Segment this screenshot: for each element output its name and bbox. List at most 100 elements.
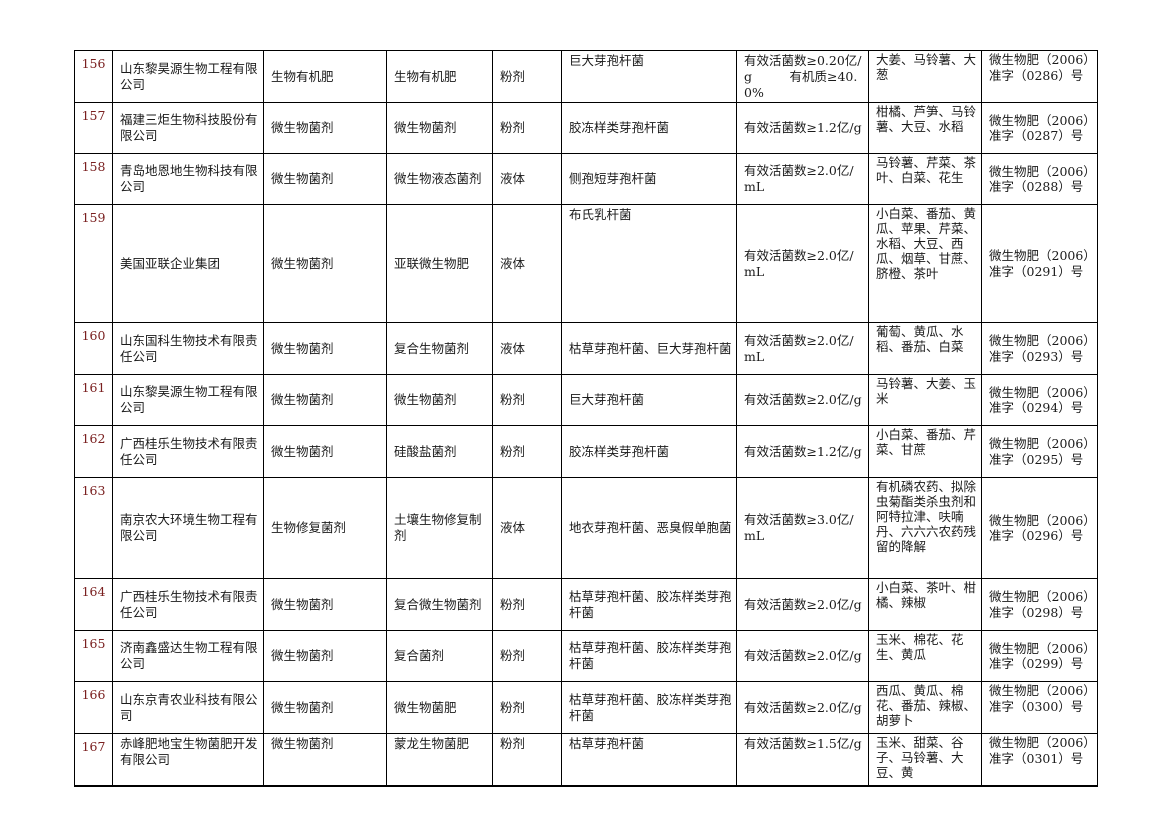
product-name-cell: 微生物菌肥 [386, 681, 493, 734]
company-cell: 山东黎昊源生物工程有限公司 [112, 374, 264, 426]
strain-cell: 枯草芽孢杆菌、胶冻样类芽孢杆菌 [561, 578, 737, 631]
cert-number-cell: 微生物肥（2006）准字（0288）号 [981, 153, 1098, 205]
form-cell: 粉剂 [492, 578, 562, 631]
spec-cell: 有效活菌数≥2.0亿/mL [736, 322, 869, 375]
spec-cell: 有效活菌数≥2.0亿/g [736, 681, 869, 734]
strain-cell: 巨大芽孢杆菌 [561, 50, 737, 103]
cert-number-cell: 微生物肥（2006）准字（0300）号 [981, 681, 1098, 734]
company-cell: 美国亚联企业集团 [112, 204, 264, 323]
form-cell: 液体 [492, 153, 562, 205]
crops-cell: 葡萄、黄瓜、水稻、番茄、白菜 [868, 322, 982, 375]
category-cell: 微生物菌剂 [263, 153, 387, 205]
strain-cell: 枯草芽孢杆菌 [561, 733, 737, 787]
form-cell: 粉剂 [492, 50, 562, 103]
product-name-cell: 硅酸盐菌剂 [386, 425, 493, 478]
category-cell: 生物有机肥 [263, 50, 387, 103]
spec-cell: 有效活菌数≥2.0亿/mL [736, 153, 869, 205]
strain-cell: 枯草芽孢杆菌、胶冻样类芽孢杆菌 [561, 630, 737, 682]
spec-cell: 有效活菌数≥2.0亿/g [736, 374, 869, 426]
row-number: 163 [74, 477, 113, 579]
product-name-cell: 复合微生物菌剂 [386, 578, 493, 631]
crops-cell: 小白菜、番茄、黄瓜、苹果、芹菜、水稻、大豆、西瓜、烟草、甘蔗、脐橙、茶叶 [868, 204, 982, 323]
row-number: 165 [74, 630, 113, 682]
strain-cell: 枯草芽孢杆菌、巨大芽孢杆菌 [561, 322, 737, 375]
cert-number-cell: 微生物肥（2006）准字（0286）号 [981, 50, 1098, 103]
cert-number-cell: 微生物肥（2006）准字（0293）号 [981, 322, 1098, 375]
form-cell: 粉剂 [492, 630, 562, 682]
category-cell: 微生物菌剂 [263, 425, 387, 478]
company-cell: 山东国科生物技术有限责任公司 [112, 322, 264, 375]
category-cell: 微生物菌剂 [263, 374, 387, 426]
strain-cell: 枯草芽孢杆菌、胶冻样类芽孢杆菌 [561, 681, 737, 734]
category-cell: 微生物菌剂 [263, 322, 387, 375]
strain-cell: 布氏乳杆菌 [561, 204, 737, 323]
product-name-cell: 生物有机肥 [386, 50, 493, 103]
row-number: 164 [74, 578, 113, 631]
crops-cell: 西瓜、黄瓜、棉花、番茄、辣椒、胡萝卜 [868, 681, 982, 734]
company-cell: 福建三炬生物科技股份有限公司 [112, 102, 264, 154]
category-cell: 微生物菌剂 [263, 681, 387, 734]
category-cell: 微生物菌剂 [263, 630, 387, 682]
crops-cell: 玉米、棉花、花生、黄瓜 [868, 630, 982, 682]
form-cell: 粉剂 [492, 425, 562, 478]
product-name-cell: 蒙龙生物菌肥 [386, 733, 493, 787]
crops-cell: 小白菜、茶叶、柑橘、辣椒 [868, 578, 982, 631]
crops-cell: 玉米、甜菜、谷子、马铃薯、大豆、黄 [868, 733, 982, 787]
crops-cell: 柑橘、芦笋、马铃薯、大豆、水稻 [868, 102, 982, 154]
cert-number-cell: 微生物肥（2006）准字（0295）号 [981, 425, 1098, 478]
cert-number-cell: 微生物肥（2006）准字（0298）号 [981, 578, 1098, 631]
form-cell: 粉剂 [492, 374, 562, 426]
spec-cell: 有效活菌数≥2.0亿/mL [736, 204, 869, 323]
spec-cell: 有效活菌数≥1.5亿/g [736, 733, 869, 787]
company-cell: 济南鑫盛达生物工程有限公司 [112, 630, 264, 682]
crops-cell: 有机磷农药、拟除虫菊酯类杀虫剂和阿特拉津、呋喃丹、六六六农药残留的降解 [868, 477, 982, 579]
company-cell: 赤峰肥地宝生物菌肥开发有限公司 [112, 733, 264, 787]
form-cell: 粉剂 [492, 681, 562, 734]
category-cell: 微生物菌剂 [263, 578, 387, 631]
strain-cell: 侧孢短芽孢杆菌 [561, 153, 737, 205]
category-cell: 生物修复菌剂 [263, 477, 387, 579]
product-name-cell: 复合菌剂 [386, 630, 493, 682]
product-name-cell: 微生物菌剂 [386, 102, 493, 154]
row-number: 159 [74, 204, 113, 323]
company-cell: 青岛地恩地生物科技有限公司 [112, 153, 264, 205]
cert-number-cell: 微生物肥（2006）准字（0294）号 [981, 374, 1098, 426]
category-cell: 微生物菌剂 [263, 102, 387, 154]
row-number: 161 [74, 374, 113, 426]
cert-number-cell: 微生物肥（2006）准字（0299）号 [981, 630, 1098, 682]
spec-cell: 有效活菌数≥2.0亿/g [736, 630, 869, 682]
cert-number-cell: 微生物肥（2006）准字（0301）号 [981, 733, 1098, 787]
company-cell: 南京农大环境生物工程有限公司 [112, 477, 264, 579]
row-number: 166 [74, 681, 113, 734]
spec-cell: 有效活菌数≥1.2亿/g [736, 102, 869, 154]
row-number: 158 [74, 153, 113, 205]
product-name-cell: 亚联微生物肥 [386, 204, 493, 323]
spec-cell: 有效活菌数≥2.0亿/g [736, 578, 869, 631]
product-name-cell: 土壤生物修复制剂 [386, 477, 493, 579]
row-number: 167 [74, 733, 113, 787]
crops-cell: 马铃薯、大姜、玉米 [868, 374, 982, 426]
company-cell: 广西桂乐生物技术有限责任公司 [112, 425, 264, 478]
crops-cell: 马铃薯、芹菜、茶叶、白菜、花生 [868, 153, 982, 205]
spec-cell: 有效活菌数≥3.0亿/mL [736, 477, 869, 579]
company-cell: 山东京青农业科技有限公司 [112, 681, 264, 734]
cert-number-cell: 微生物肥（2006）准字（0287）号 [981, 102, 1098, 154]
row-number: 157 [74, 102, 113, 154]
form-cell: 粉剂 [492, 102, 562, 154]
form-cell: 粉剂 [492, 733, 562, 787]
row-number: 160 [74, 322, 113, 375]
strain-cell: 地衣芽孢杆菌、恶臭假单胞菌 [561, 477, 737, 579]
strain-cell: 胶冻样类芽孢杆菌 [561, 102, 737, 154]
form-cell: 液体 [492, 322, 562, 375]
